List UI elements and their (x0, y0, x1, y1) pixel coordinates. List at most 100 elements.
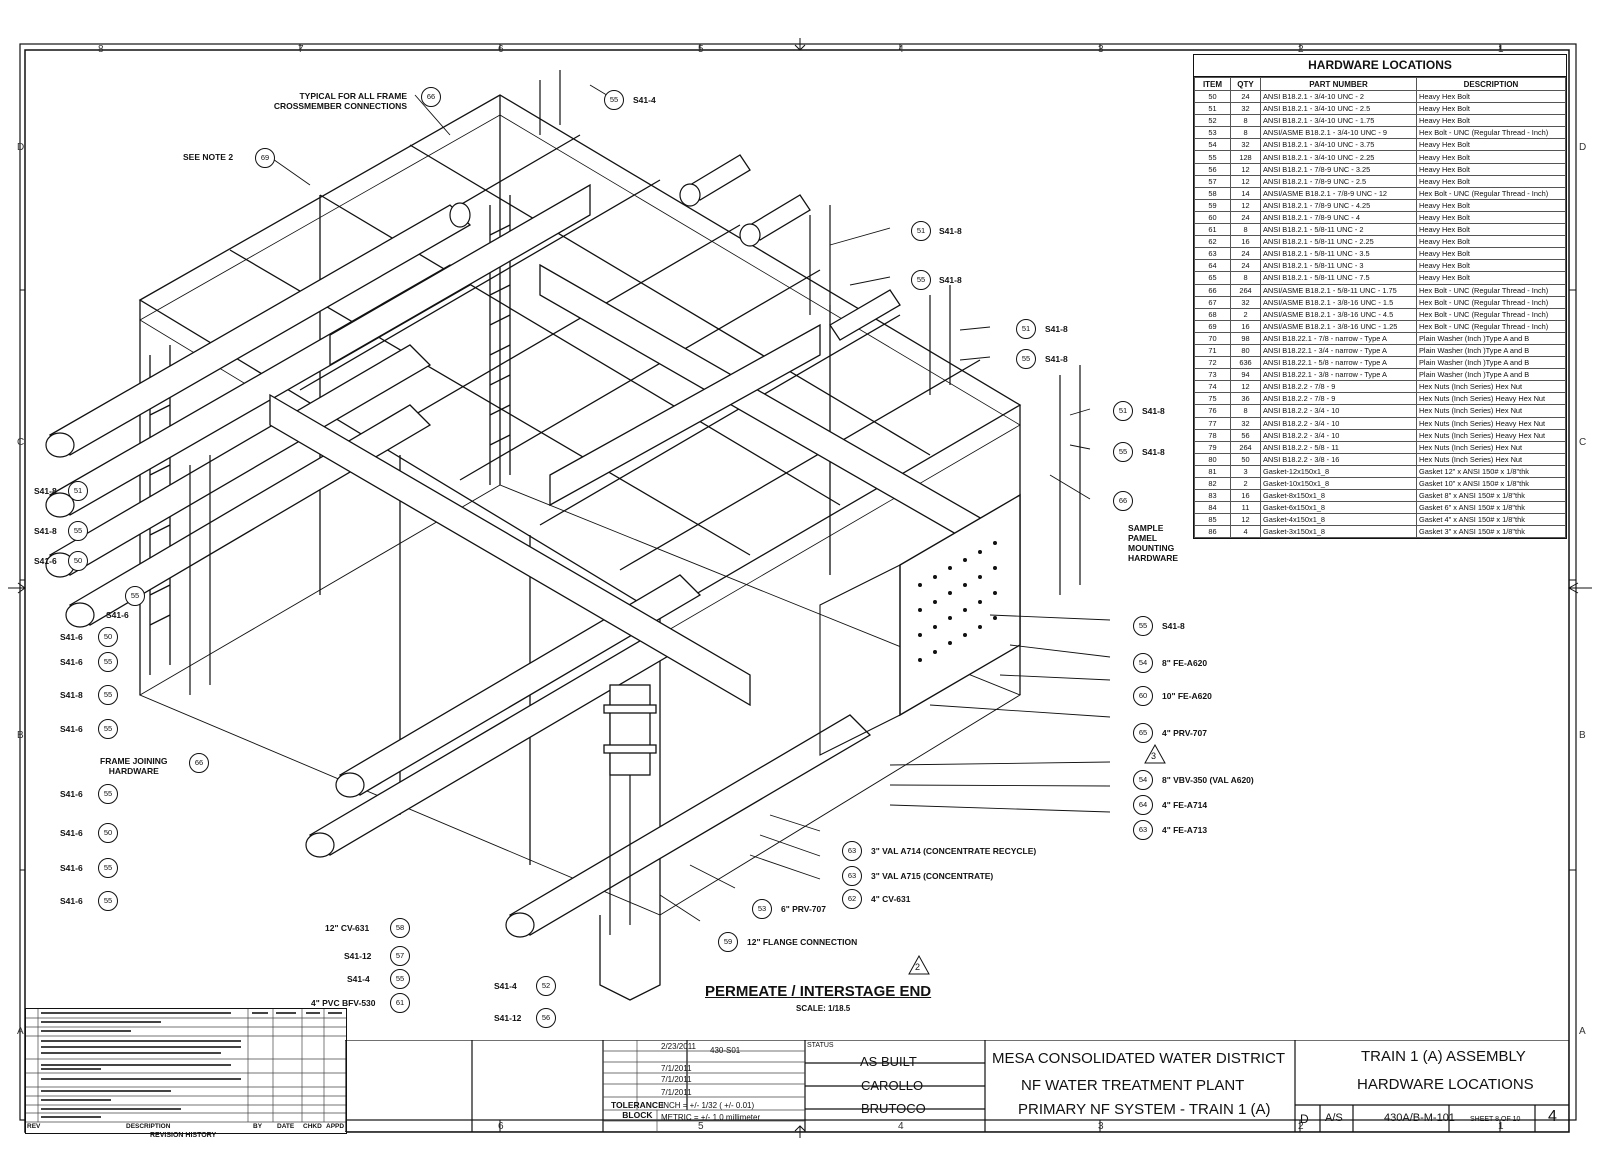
item-bubble: 55 (68, 521, 88, 541)
callout-label: 3" VAL A714 (CONCENTRATE RECYCLE) (871, 846, 1037, 856)
item-bubble: 51 (911, 221, 931, 241)
item-bubble: 66 (1113, 491, 1133, 511)
cell-qty: 32 (1230, 102, 1261, 116)
item-bubble: 51 (1113, 401, 1133, 421)
cell-description: Heavy Hex Bolt (1416, 102, 1566, 116)
cell-part-number: Gasket-4x150x1_8 (1260, 513, 1417, 527)
cell-description: Hex Bolt - UNC (Regular Thread - Inch) (1416, 126, 1566, 140)
drawing-title-line2: HARDWARE LOCATIONS (1357, 1076, 1534, 1093)
isometric-skid-drawing (45, 70, 1111, 1001)
grid-row-c: C (17, 437, 25, 448)
item-bubble: 63 (842, 866, 862, 886)
cell-description: Hex Bolt - UNC (Regular Thread - Inch) (1416, 319, 1566, 333)
rev-header-description: DESCRIPTION (126, 1123, 171, 1130)
cell-description: Hex Bolt - UNC (Regular Thread - Inch) (1416, 283, 1566, 297)
cell-item: 51 (1194, 102, 1231, 116)
view-scale: SCALE: 1/18.5 (796, 1004, 851, 1013)
item-bubble: 55 (98, 685, 118, 705)
item-bubble: 55 (604, 90, 624, 110)
cell-item: 72 (1194, 356, 1231, 370)
cell-item: 53 (1194, 126, 1231, 140)
callout-label: S41-8 (1142, 406, 1165, 416)
cell-part-number: Gasket-12x150x1_8 (1260, 464, 1417, 479)
cell-description: Heavy Hex Bolt (1416, 150, 1566, 164)
cell-item: 57 (1194, 174, 1231, 188)
cell-item: 66 (1194, 283, 1231, 297)
item-bubble: 65 (1133, 723, 1153, 743)
cell-item: 77 (1194, 416, 1231, 430)
cell-item: 58 (1194, 186, 1231, 200)
item-bubble: 61 (390, 993, 410, 1013)
grid-row-d-right: D (1579, 142, 1587, 153)
cell-item: 67 (1194, 295, 1231, 309)
item-bubble: 51 (68, 481, 88, 501)
item-bubble: 66 (421, 87, 441, 107)
cell-description: Heavy Hex Bolt (1416, 114, 1566, 128)
cell-qty: 11 (1230, 501, 1261, 515)
item-bubble: 54 (1133, 653, 1153, 673)
callout-label: 4" FE-A713 (1162, 825, 1208, 835)
item-bubble: 56 (536, 1008, 556, 1028)
cell-part-number: ANSI/ASME B18.2.1 - 3/8-16 UNC - 1.5 (1260, 295, 1417, 309)
drawing-title-line1: TRAIN 1 (A) ASSEMBLY (1361, 1048, 1526, 1065)
grid-col-5-bottom: 5 (698, 1121, 704, 1132)
cell-description: Hex Nuts (Inch Series) Hex Nut (1416, 452, 1566, 466)
frame-joining-line2: HARDWARE (108, 766, 159, 776)
callout-label: S41-8 (939, 226, 962, 236)
callout-label: S41-6 (60, 632, 83, 642)
cell-description: Heavy Hex Bolt (1416, 89, 1566, 104)
cell-description: Hex Nuts (Inch Series) Heavy Hex Nut (1416, 428, 1566, 442)
cell-description: Hex Nuts (Inch Series) Hex Nut (1416, 440, 1566, 454)
item-bubble: 66 (189, 753, 209, 773)
item-bubble: 55 (125, 586, 145, 606)
item-bubble: 50 (98, 627, 118, 647)
cell-description: Hex Bolt - UNC (Regular Thread - Inch) (1416, 307, 1566, 321)
cell-qty: 32 (1230, 138, 1261, 152)
cell-part-number: ANSI B18.2.2 - 3/4 - 10 (1260, 416, 1417, 430)
callout-label: S41-12 (494, 1013, 522, 1023)
cell-qty: 16 (1230, 235, 1261, 249)
cell-description: Hex Nuts (Inch Series) Heavy Hex Nut (1416, 392, 1566, 406)
leader-lines (269, 84, 1111, 922)
cell-item: 50 (1194, 89, 1231, 104)
revision-grid (26, 1009, 346, 1123)
cell-item: 76 (1194, 404, 1231, 418)
item-bubble: 64 (1133, 795, 1153, 815)
sample-panel-line3: MOUNTING (1128, 543, 1175, 553)
callout-label: 4" FE-A714 (1162, 800, 1208, 810)
typical-frame-callout: TYPICAL FOR ALL FRAME CROSSMEMBER CONNEC… (267, 91, 407, 111)
cell-part-number: ANSI B18.2.1 - 7/8-9 UNC - 4.25 (1260, 198, 1417, 212)
callout-label: 4" CV-631 (871, 894, 911, 904)
typical-frame-line1: TYPICAL FOR ALL FRAME (299, 91, 407, 101)
cell-qty: 12 (1230, 174, 1261, 188)
cell-description: Hex Bolt - UNC (Regular Thread - Inch) (1416, 295, 1566, 309)
tolerance-line2: BLOCK (622, 1110, 653, 1120)
cell-description: Plain Washer (Inch )Type A and B (1416, 356, 1566, 370)
grid-col-6: 6 (498, 44, 504, 55)
cell-description: Heavy Hex Bolt (1416, 174, 1566, 188)
cell-part-number: ANSI B18.2.1 - 7/8-9 UNC - 4 (1260, 210, 1417, 225)
cell-item: 69 (1194, 319, 1231, 333)
cell-qty: 128 (1230, 150, 1261, 164)
drawing-reference: 430-S01 (710, 1046, 741, 1055)
cell-description: Gasket 3" x ANSI 150# x 1/8"thk (1416, 525, 1566, 539)
item-bubble: 59 (718, 932, 738, 952)
callout-label: S41-8 (1045, 354, 1068, 364)
cell-part-number: ANSI B18.22.1 - 5/8 - narrow - Type A (1260, 356, 1417, 370)
